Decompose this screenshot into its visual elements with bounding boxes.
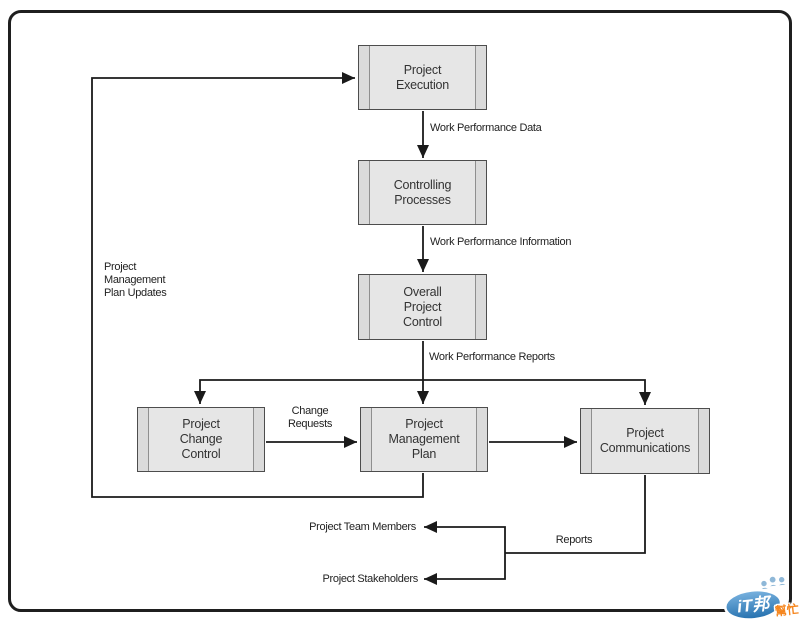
arrow-reports-to-team-members bbox=[424, 521, 506, 553]
node-label-line: Project bbox=[626, 426, 664, 440]
node-project-communications-label: Project Communications bbox=[600, 426, 690, 456]
node-label-line: Execution bbox=[395, 77, 450, 92]
node-overall-project-control: Overall Project Control bbox=[358, 274, 487, 340]
node-project-execution: Project Execution bbox=[358, 45, 487, 110]
arrow-branch-to-communications bbox=[423, 379, 651, 405]
label-line: Plan Updates bbox=[104, 287, 167, 299]
label-work-performance-information: Work Performance Information bbox=[430, 236, 572, 248]
arrow-reports-to-stakeholders bbox=[424, 553, 506, 585]
node-label-line: Controlling bbox=[393, 177, 452, 192]
node-controlling-processes-label: Controlling Processes bbox=[394, 178, 452, 208]
label-work-performance-data: Work Performance Data bbox=[430, 122, 542, 134]
label-line: Requests bbox=[287, 418, 333, 430]
node-label-line: Overall bbox=[403, 284, 442, 299]
node-label-line: Communications bbox=[599, 441, 691, 455]
node-label-line: Project bbox=[405, 417, 443, 431]
logo-people-icon bbox=[758, 575, 790, 591]
entity-project-stakeholders: Project Stakeholders bbox=[322, 573, 419, 585]
node-label-line: Control bbox=[403, 314, 442, 329]
node-project-change-control: Project Change Control bbox=[137, 407, 265, 472]
node-project-communications: Project Communications bbox=[580, 408, 710, 474]
arrow-branch-to-change-control bbox=[194, 379, 423, 404]
node-label-line: Management bbox=[388, 432, 460, 446]
node-label-line: Project bbox=[403, 62, 442, 77]
node-label-line: Processes bbox=[394, 192, 451, 207]
node-project-change-control-label: Project Change Control bbox=[180, 417, 223, 462]
node-label-line: Change bbox=[179, 432, 223, 446]
label-line: Change bbox=[291, 405, 329, 417]
node-project-management-plan: Project Management Plan bbox=[360, 407, 488, 472]
logo-suffix-text: 幫忙 bbox=[774, 601, 799, 618]
node-project-management-plan-label: Project Management Plan bbox=[389, 417, 460, 462]
line-communications-to-reports-junction bbox=[505, 475, 646, 554]
node-project-execution-label: Project Execution bbox=[396, 63, 449, 93]
label-line: Project bbox=[104, 261, 137, 273]
node-label-line: Project bbox=[403, 299, 442, 314]
itbang-watermark-logo: iT邦 幫忙 bbox=[723, 575, 800, 624]
node-overall-project-control-label: Overall Project Control bbox=[403, 285, 442, 330]
node-controlling-processes: Controlling Processes bbox=[358, 160, 487, 225]
label-reports: Reports bbox=[555, 534, 593, 546]
label-work-performance-reports: Work Performance Reports bbox=[429, 351, 555, 363]
entity-project-team-members: Project Team Members bbox=[309, 521, 416, 533]
label-change-requests: Change Requests bbox=[280, 405, 340, 431]
arrow-plan-updates-feedback-loop bbox=[91, 72, 424, 498]
diagram-border bbox=[8, 10, 792, 612]
label-line: Management bbox=[104, 274, 166, 286]
label-project-management-plan-updates: Project Management Plan Updates bbox=[104, 261, 167, 300]
node-label-line: Project bbox=[182, 417, 220, 431]
node-label-line: Plan bbox=[411, 447, 437, 461]
itbang-logo-graphic: iT邦 幫忙 bbox=[723, 575, 800, 621]
logo-ellipse bbox=[723, 588, 783, 621]
logo-brand-text: iT邦 bbox=[736, 594, 773, 617]
node-label-line: Control bbox=[181, 447, 221, 461]
